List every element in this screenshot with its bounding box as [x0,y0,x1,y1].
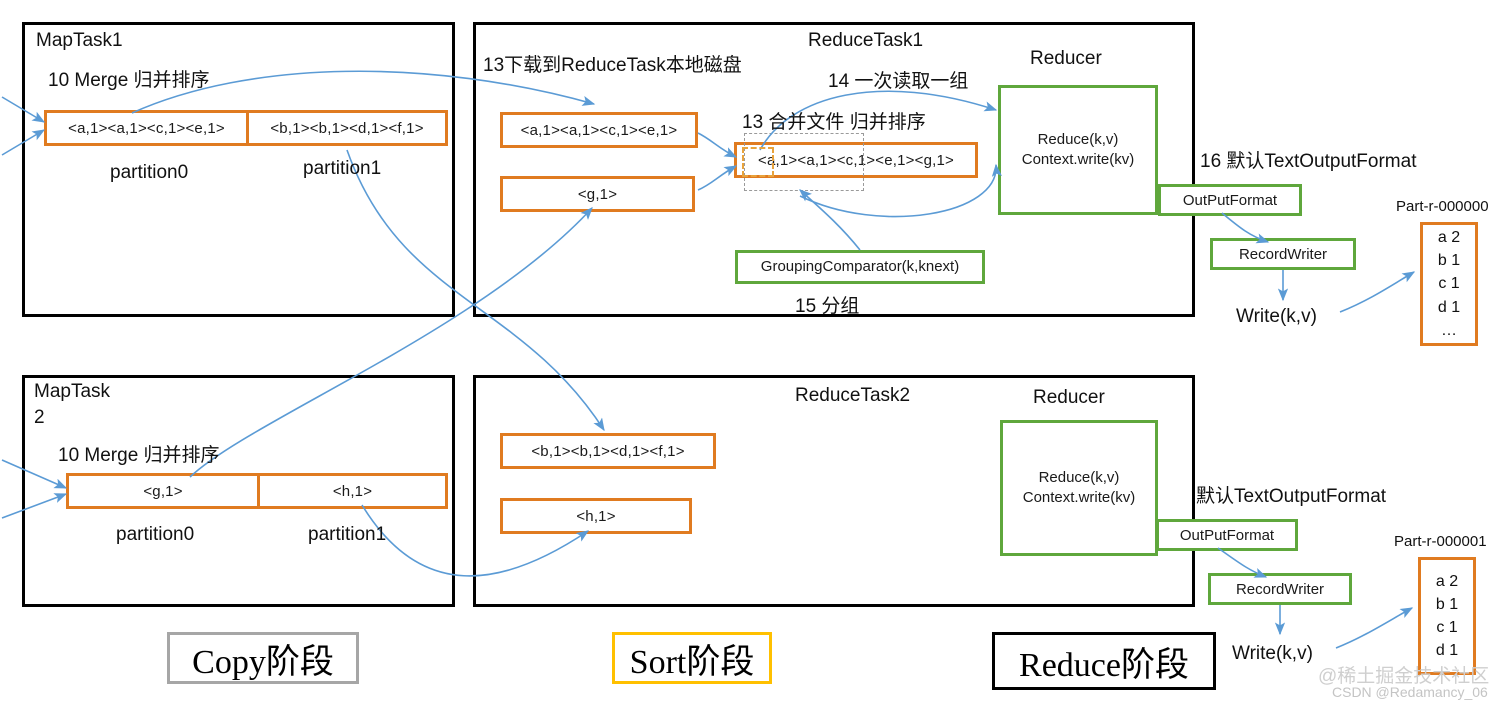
maptask2-merge-label: 10 Merge 归并排序 [58,445,220,466]
output-file-1-row-1: b 1 [1437,252,1461,270]
reducer1-line1: Reduce(k,v) [1037,130,1119,148]
reducer1-title: Reducer [1030,48,1102,69]
reducetask1-download-label: 13下载到ReduceTask本地磁盘 [483,55,742,76]
reducetask2-file2: <h,1> [500,498,692,534]
reducetask1-read-group-label: 14 一次读取一组 [828,71,969,92]
reducer1-write-label: Write(k,v) [1236,306,1317,327]
reducer1-outputformat-box: OutPutFormat [1158,184,1302,216]
output-file-1-row-0: a 2 [1437,229,1461,247]
output-file-2-row-2: c 1 [1436,619,1458,636]
maptask2-partition0-label: partition0 [116,524,195,545]
output-file-1-row-2: c 1 [1438,275,1460,293]
output-file-2-row-1: b 1 [1435,595,1459,613]
merged-group-highlight [742,147,774,177]
reducer2-outputformat-box: OutPutFormat [1156,519,1298,551]
reducer1-box: Reduce(k,v) Context.write(kv) [998,85,1158,215]
maptask1-partition0-label: partition0 [110,162,189,183]
maptask2-partitions: <g,1> <h,1> [66,473,448,509]
reducetask1-title: ReduceTask1 [808,30,924,51]
output-file-2-row-0: a 2 [1435,572,1459,590]
reducetask2-title: ReduceTask2 [795,385,911,406]
maptask2-partition0-value: <g,1> [143,482,183,500]
maptask2-title-line1: MapTask [34,381,111,402]
reducer2-line2: Context.write(kv) [1022,489,1136,506]
maptask1-partitions: <a,1><a,1><c,1><e,1> <b,1><b,1><d,1><f,1… [44,110,448,146]
reducer2-box: Reduce(k,v) Context.write(kv) [1000,420,1158,556]
reducer2-write-label: Write(k,v) [1232,643,1313,664]
grouping-comparator-label: GroupingComparator(k,knext) [760,257,960,275]
output-file-1-box: a 2 b 1 c 1 d 1 … [1420,222,1478,346]
reducetask2-file1: <b,1><b,1><d,1><f,1> [500,433,716,469]
stage-copy-box: Copy阶段 [167,632,359,684]
maptask1-partition1-value: <b,1><b,1><d,1><f,1> [246,113,445,143]
maptask1-partition1-label: partition1 [303,158,382,179]
reducetask1-grouping-label: 15 分组 [795,296,860,317]
output-file-2-name: Part-r-000001 [1394,533,1487,550]
maptask1-partition0-value: <a,1><a,1><c,1><e,1> [68,119,225,137]
reducer1-line2: Context.write(kv) [1021,151,1135,168]
reducetask1-file2: <g,1> [500,176,695,212]
reducer2-output-format-label: 默认TextOutputFormat [1196,486,1387,507]
watermark-primary: @稀土掘金技术社区 [1318,666,1490,687]
reducer2-line1: Reduce(k,v) [1038,468,1120,486]
maptask2-partition1-label: partition1 [308,524,387,545]
maptask1-title: MapTask1 [36,30,123,51]
maptask1-merge-label: 10 Merge 归并排序 [48,70,210,91]
maptask2-partition1-value: <h,1> [257,476,445,506]
output-file-1-row-3: d 1 [1437,298,1461,316]
reducetask1-file1: <a,1><a,1><c,1><e,1> [500,112,698,148]
stage-sort-box: Sort阶段 [612,632,772,684]
stage-reduce-box: Reduce阶段 [992,632,1216,690]
watermark-secondary: CSDN @Redamancy_06 [1332,684,1488,700]
maptask2-title-line2: 2 [34,407,45,428]
reducer1-recordwriter-box: RecordWriter [1210,238,1356,270]
output-file-2-row-3: d 1 [1435,642,1459,660]
grouping-comparator-box: GroupingComparator(k,knext) [735,250,985,284]
reducer1-output-format-label: 16 默认TextOutputFormat [1200,151,1417,172]
reducer2-recordwriter-box: RecordWriter [1208,573,1352,605]
reducer2-title: Reducer [1033,387,1105,408]
reducetask2-container [473,375,1195,607]
output-file-1-row-4: … [1441,321,1457,339]
reducetask1-merge-files-label: 13 合并文件 归并排序 [742,112,926,133]
output-file-1-name: Part-r-000000 [1396,198,1489,215]
output-file-2-box: a 2 b 1 c 1 d 1 [1418,557,1476,675]
